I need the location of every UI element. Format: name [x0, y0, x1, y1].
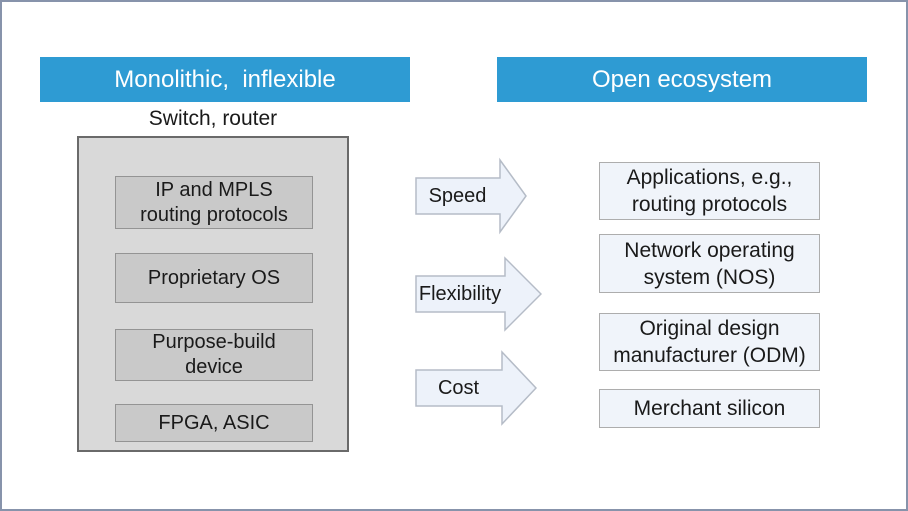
open-item-label: Network operating system (NOS) [624, 238, 795, 289]
stack-box-label: IP and MPLS routing protocols [140, 178, 288, 226]
cost-arrow-label: Cost [437, 376, 480, 399]
right-arrow-icon [415, 157, 527, 235]
flexibility-arrow-label: Flexibility [418, 282, 502, 305]
stack-box-label: Purpose-build device [152, 331, 276, 378]
stack-box-purpose-build-device: Purpose-build device [115, 329, 313, 381]
monolithic-header-label: Monolithic, inflexible [114, 65, 336, 93]
flexibility-arrow: Flexibility [415, 254, 542, 334]
open-item-label: Merchant silicon [633, 397, 786, 420]
speed-arrow-label: Speed [428, 184, 487, 207]
cost-arrow: Cost [415, 348, 537, 428]
stack-box-label: Proprietary OS [147, 266, 281, 289]
monolithic-header-bar: Monolithic, inflexible [40, 57, 410, 102]
open-ecosystem-header-bar: Open ecosystem [497, 57, 867, 102]
open-item-nos: Network operating system (NOS) [599, 234, 820, 293]
right-arrow-icon [415, 350, 537, 426]
stack-box-fpga-asic: FPGA, ASIC [115, 404, 313, 442]
open-item-label: Original design manufacturer (ODM) [613, 317, 806, 367]
open-item-merchant-silicon: Merchant silicon [599, 389, 820, 428]
switch-router-caption: Switch, router [77, 103, 349, 135]
open-item-applications: Applications, e.g., routing protocols [599, 162, 820, 220]
open-item-odm: Original design manufacturer (ODM) [599, 313, 820, 371]
open-ecosystem-header-label: Open ecosystem [591, 65, 773, 93]
open-item-label: Applications, e.g., routing protocols [626, 166, 793, 216]
stack-box-routing-protocols: IP and MPLS routing protocols [115, 176, 313, 229]
stack-box-label: FPGA, ASIC [158, 411, 270, 434]
right-arrow-icon [415, 256, 542, 332]
speed-arrow: Speed [415, 156, 527, 236]
stack-box-proprietary-os: Proprietary OS [115, 253, 313, 303]
monolithic-stack-container: IP and MPLS routing protocols Proprietar… [77, 136, 349, 452]
switch-router-caption-label: Switch, router [148, 107, 278, 130]
